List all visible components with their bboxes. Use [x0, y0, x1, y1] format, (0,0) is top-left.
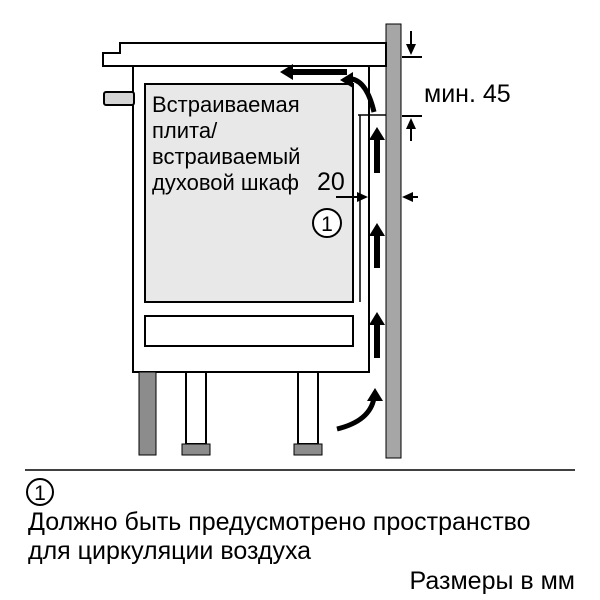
airflow-curve-bottom: [336, 388, 383, 432]
oven-handle: [103, 91, 135, 106]
callout-1-number: 1: [321, 213, 333, 236]
cabinet-leg: [185, 371, 207, 445]
appliance-label-line4: духовой шкаф: [152, 170, 299, 195]
leg-foot: [181, 443, 211, 456]
footnote-marker-number: 1: [34, 482, 46, 505]
cabinet-leg: [297, 371, 319, 445]
appliance-label-line1: Встраиваемая: [152, 92, 300, 117]
appliance-label-line2: плита/: [152, 118, 218, 143]
airflow-curve-top: [340, 72, 377, 113]
dim-20-arrows: [336, 192, 418, 202]
appliance-label-line3: встраиваемый: [152, 144, 300, 169]
footnote-text-line1: Должно быть предусмотрено пространство: [28, 508, 531, 536]
airflow-arrows-up: [369, 127, 385, 358]
min45-label: мин. 45: [424, 80, 511, 108]
wall-panel: [385, 23, 402, 459]
units-label: Размеры в мм: [410, 567, 575, 595]
gap-20-label: 20: [317, 168, 345, 196]
callout-1-circle: [312, 208, 342, 238]
oven-body: [144, 83, 354, 303]
worktop: [102, 42, 387, 67]
drawer-front: [144, 315, 354, 347]
footnote-text-line2: для циркуляции воздуха: [28, 537, 311, 565]
plinth-panel: [138, 371, 157, 456]
footnote-marker-circle: [26, 478, 54, 506]
airflow-arrow-left: [280, 64, 347, 80]
dim-min45-arrows: [402, 31, 422, 141]
leg-foot: [293, 443, 323, 456]
